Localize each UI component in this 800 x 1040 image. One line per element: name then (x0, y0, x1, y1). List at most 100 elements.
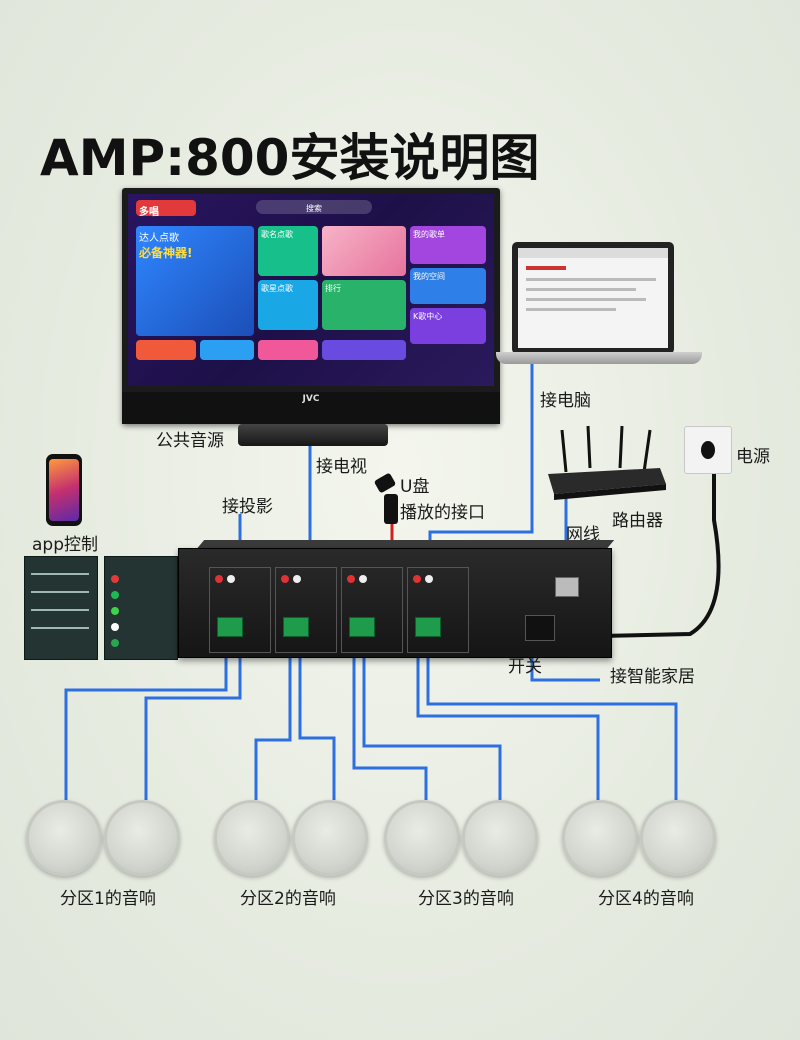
wire-zone1-a (64, 636, 228, 800)
laptop-toolbar (518, 248, 668, 258)
zone-label: 分区4的音响 (598, 889, 694, 909)
label-connect-tv: 接电视 (316, 457, 367, 477)
service-icon (111, 639, 119, 647)
laptop-content-line (526, 278, 656, 281)
label-smart-home: 接智能家居 (610, 667, 695, 687)
ceiling-speaker (214, 800, 290, 876)
label-public-audio: 公共音源 (156, 431, 224, 451)
tv-tile: 我的空间 (410, 268, 486, 304)
speaker-terminal (217, 617, 243, 637)
rca-jack (425, 575, 433, 583)
tv-tile-small (322, 340, 406, 360)
label-connect-projector: 接投影 (222, 497, 273, 517)
wire-zone4-a (416, 636, 600, 800)
power-plug-icon (701, 441, 715, 459)
tv-tile-small (258, 340, 318, 360)
tv-tile-text: 必备神器! (139, 246, 193, 260)
label-router: 路由器 (612, 511, 663, 531)
zone-label: 分区3的音响 (418, 889, 514, 909)
amp-zone-panel (407, 567, 469, 653)
speaker-terminal (283, 617, 309, 637)
service-icon (111, 591, 119, 599)
rca-jack (293, 575, 301, 583)
wire-zone2-a (254, 636, 292, 800)
tv-tile-small (136, 340, 196, 360)
laptop-content-line (526, 266, 566, 270)
tv-brand-logo: JVC (302, 394, 320, 404)
phone-screen (49, 459, 79, 521)
service-icon (111, 607, 119, 615)
power-outlet (684, 426, 732, 474)
ceiling-speaker (292, 800, 368, 876)
label-usb-disk: U盘 (400, 477, 430, 497)
label-power: 电源 (736, 447, 770, 467)
laptop-content-line (526, 308, 616, 311)
power-socket (525, 615, 555, 641)
tv-app-logo: 多唱 (136, 200, 196, 218)
tv-tile-image (322, 226, 406, 276)
ethernet-port (555, 577, 579, 597)
ceiling-speaker (640, 800, 716, 876)
amplifier (178, 548, 612, 658)
ceiling-speaker (104, 800, 180, 876)
service-icon (111, 623, 119, 631)
tv-tile: 排行 (322, 280, 406, 330)
ceiling-speaker (462, 800, 538, 876)
app-slider (31, 609, 89, 611)
tv-tile-text: 达人点歌 (139, 233, 179, 244)
wire-zone3-b (362, 636, 502, 800)
speaker-terminal (349, 617, 375, 637)
app-screen-zones (24, 556, 98, 660)
app-screen-music-services (104, 556, 178, 660)
zone-label: 分区2的音响 (240, 889, 336, 909)
wire-power (599, 462, 721, 638)
app-slider (31, 627, 89, 629)
rca-jack (347, 575, 355, 583)
tv-tile: 我的歌单 (410, 226, 486, 264)
laptop-display (518, 248, 668, 348)
zone-label: 分区1的音响 (60, 889, 156, 909)
ceiling-speaker (26, 800, 102, 876)
ceiling-speaker (384, 800, 460, 876)
amp-zone-panel (275, 567, 337, 653)
tv-tile-small (200, 340, 254, 360)
laptop-content-line (526, 298, 646, 301)
label-app-control: app控制 (32, 535, 98, 555)
app-slider (31, 591, 89, 593)
speaker-terminal (415, 617, 441, 637)
rca-jack (413, 575, 421, 583)
wire-zone4-b (426, 636, 678, 800)
tv-tile: 歌名点歌 (258, 226, 318, 276)
page-title: AMP:800安装说明图 (40, 129, 540, 187)
wire-zone1-b (144, 636, 242, 800)
laptop (512, 242, 674, 354)
amp-zone-panel (341, 567, 403, 653)
ceiling-speaker (562, 800, 638, 876)
rca-jack (281, 575, 289, 583)
tv-tile-featured: 达人点歌 必备神器! (136, 226, 254, 336)
service-icon (111, 575, 119, 583)
tv-tile: 歌星点歌 (258, 280, 318, 330)
usb-drive-icon (384, 494, 398, 524)
tv: 多唱 搜索 达人点歌 必备神器! 歌名点歌 歌星点歌 排行 我的歌单 我的空间 … (122, 188, 500, 424)
label-connect-pc: 接电脑 (540, 391, 591, 411)
tv-search-bar: 搜索 (256, 200, 372, 214)
app-slider (31, 573, 89, 575)
label-switch: 开关 (508, 657, 542, 677)
rca-jack (359, 575, 367, 583)
tv-screen: 多唱 搜索 达人点歌 必备神器! 歌名点歌 歌星点歌 排行 我的歌单 我的空间 … (128, 194, 494, 386)
tv-tile: K歌中心 (410, 308, 486, 344)
rca-jack (227, 575, 235, 583)
rca-jack (215, 575, 223, 583)
laptop-content-line (526, 288, 636, 291)
wire-zone3-a (352, 636, 428, 800)
tv-bezel (122, 392, 500, 424)
tv-stand (238, 424, 388, 446)
laptop-base (496, 352, 702, 364)
wire-zone2-b (298, 636, 336, 800)
smartphone (46, 454, 82, 526)
amp-zone-panel (209, 567, 271, 653)
label-usb-port: 播放的接口 (400, 503, 485, 523)
router-icon (548, 425, 666, 500)
